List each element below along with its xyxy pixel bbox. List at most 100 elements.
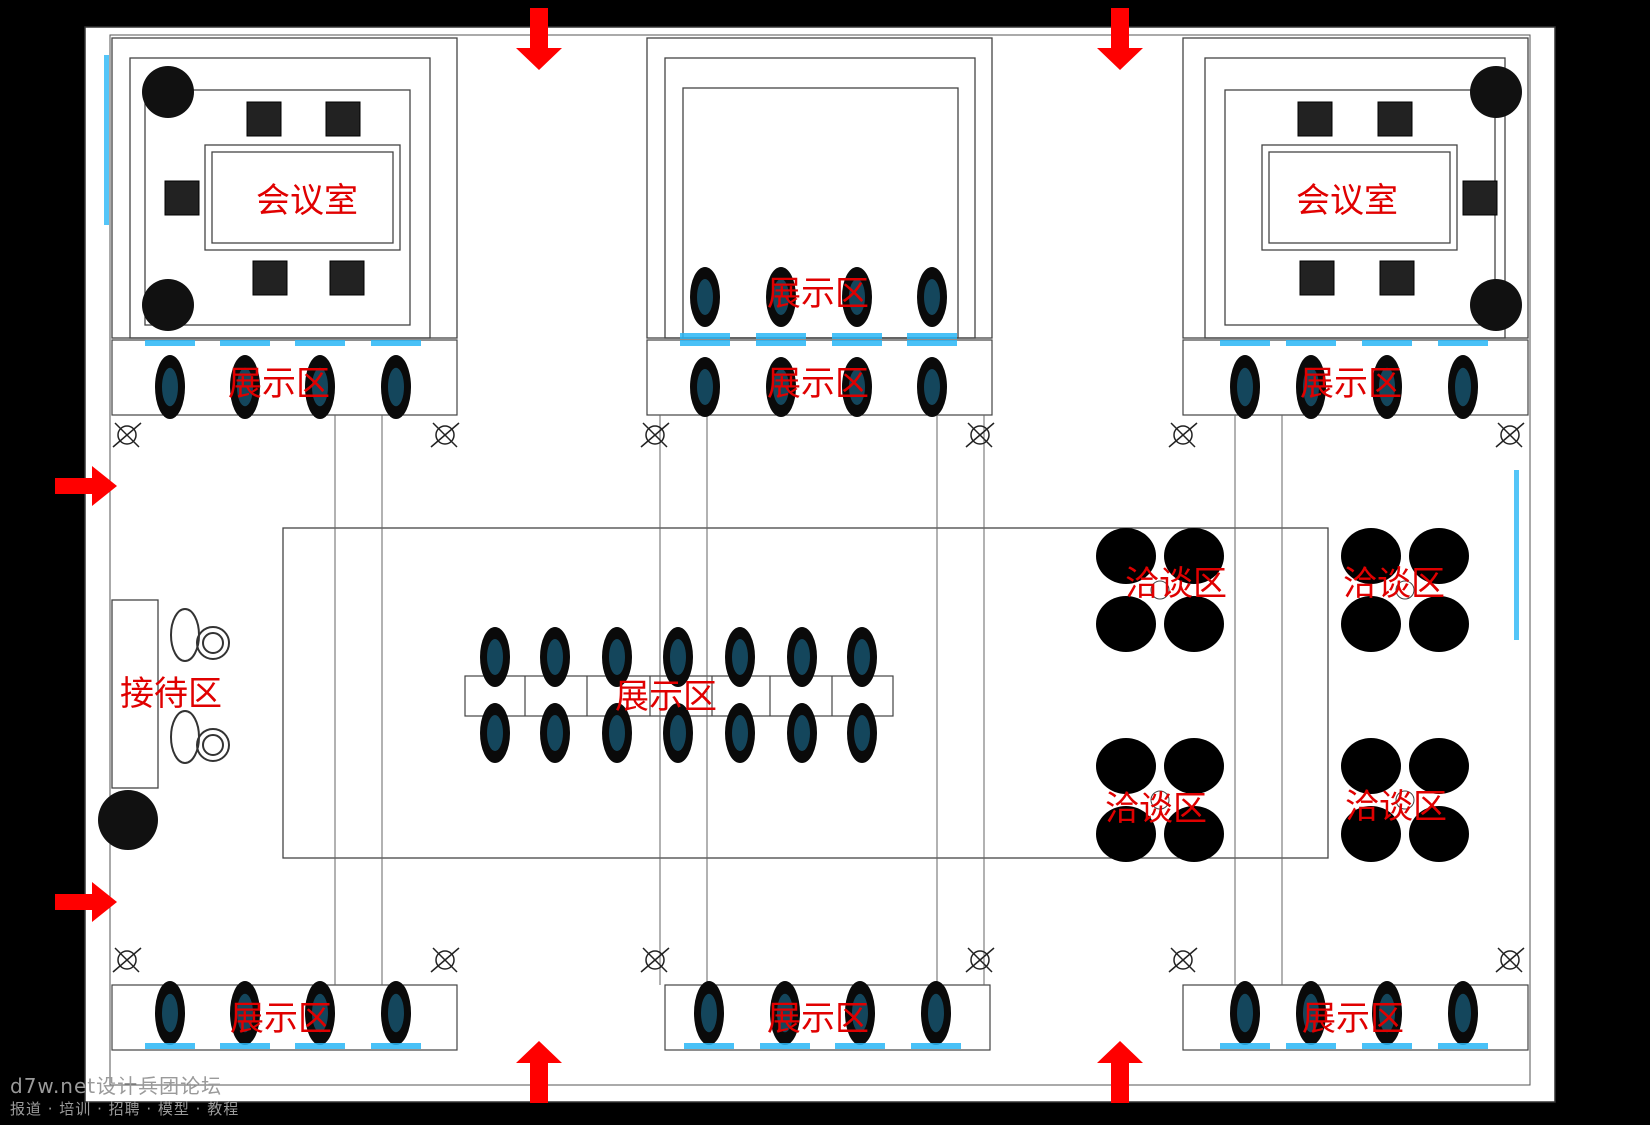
- display-chair-icon: [1448, 355, 1478, 419]
- display-chair-icon: [155, 981, 185, 1045]
- display-chair-icon: [1230, 981, 1260, 1045]
- watermark-line-1: d7w.net设计兵团论坛: [10, 1074, 223, 1098]
- display-chair-icon: [305, 981, 335, 1045]
- label-display-top-right: 展示区: [1300, 364, 1402, 404]
- central-platform: [282, 527, 1329, 859]
- display-chair-icon: [917, 357, 947, 417]
- meeting-chairs-right: [1297, 101, 1498, 296]
- lounge-chair-icon: [1409, 806, 1469, 862]
- entrance-arrows: [55, 8, 1143, 1103]
- display-chair-icon: [540, 703, 570, 763]
- arrow-down-icon: [516, 8, 562, 70]
- meeting-room-right: [1182, 37, 1529, 339]
- lounge-chair-icon: [1409, 596, 1469, 652]
- lounge-chair-icon: [1164, 596, 1224, 652]
- label-display-top-center-upper: 展示区: [767, 274, 869, 314]
- lounge-chair-icon: [1341, 738, 1401, 794]
- label-reception: 接待区: [120, 674, 222, 714]
- display-chair-icon: [663, 627, 693, 687]
- lounge-chair-icon: [1096, 738, 1156, 794]
- wall-light-right: [1514, 470, 1519, 640]
- lounge-chair-icon: [1164, 806, 1224, 862]
- lounge-chair-icon: [1096, 806, 1156, 862]
- display-chair-icon: [917, 267, 947, 327]
- lounge-chair-icon: [1341, 806, 1401, 862]
- display-chair-icon: [1372, 355, 1402, 419]
- lounge-chair-icon: [1096, 528, 1156, 584]
- lounge-chair-icon: [1409, 528, 1469, 584]
- display-room-center: [646, 37, 993, 339]
- arrow-up-icon: [516, 1041, 562, 1103]
- display-chair-icon: [847, 703, 877, 763]
- display-chair-icon: [921, 981, 951, 1045]
- label-negotiation-2: 洽谈区: [1343, 564, 1445, 604]
- lounge-chair-icon: [1164, 738, 1224, 794]
- display-chair-icon: [847, 627, 877, 687]
- arrow-right-icon: [55, 466, 117, 506]
- display-chair-icon: [663, 703, 693, 763]
- ceiling-beams: [334, 415, 1283, 985]
- display-chair-icon: [602, 703, 632, 763]
- display-chair-icon: [540, 627, 570, 687]
- display-chair-icon: [766, 357, 796, 417]
- display-chair-icon: [1230, 355, 1260, 419]
- display-chair-icon: [480, 627, 510, 687]
- display-chair-icon: [480, 703, 510, 763]
- display-chair-icon: [770, 981, 800, 1045]
- display-chair-icon: [787, 627, 817, 687]
- reception-desk: [111, 599, 159, 789]
- display-chair-icon: [842, 357, 872, 417]
- display-chair-icon: [725, 703, 755, 763]
- label-negotiation-1: 洽谈区: [1125, 564, 1227, 604]
- label-display-bottom-right: 展示区: [1302, 999, 1404, 1039]
- display-chair-icon: [305, 355, 335, 419]
- display-chair-icon: [725, 627, 755, 687]
- display-chair-icon: [230, 355, 260, 419]
- display-chair-icon: [230, 981, 260, 1045]
- display-chair-icon: [842, 267, 872, 327]
- display-chair-icon: [690, 357, 720, 417]
- lounge-chair-icon: [1341, 596, 1401, 652]
- label-display-bottom-left: 展示区: [230, 999, 332, 1039]
- meeting-chairs-left: [164, 101, 365, 296]
- lounge-chair-icon: [1096, 596, 1156, 652]
- display-chair-icon: [381, 355, 411, 419]
- plant-icon: [98, 66, 1522, 850]
- label-display-bottom-center: 展示区: [767, 999, 869, 1039]
- label-display-top-center-lower: 展示区: [767, 364, 869, 404]
- display-chair-icon: [1296, 355, 1326, 419]
- display-chair-icon: [1372, 981, 1402, 1045]
- display-chair-icon: [602, 627, 632, 687]
- lounge-chair-icon: [1409, 738, 1469, 794]
- display-chair-icon: [1296, 981, 1326, 1045]
- wall-light-left: [104, 55, 109, 225]
- display-counter-top: [111, 339, 1529, 416]
- label-display-top-left: 展示区: [228, 364, 330, 404]
- arrow-down-icon: [1097, 8, 1143, 70]
- negotiation-chairs: [1096, 528, 1469, 862]
- display-chair-icon: [155, 355, 185, 419]
- reception-chairs: [170, 608, 230, 764]
- lounge-chair-icon: [1164, 528, 1224, 584]
- display-chair-icon: [690, 267, 720, 327]
- display-chair-icon: [694, 981, 724, 1045]
- display-chair-icon: [1448, 981, 1478, 1045]
- zone-labels: 会议室 会议室 展示区 展示区 展示区 展示区 展示区 展示区 展示区 展示区 …: [120, 181, 1447, 1039]
- display-chair-icon: [845, 981, 875, 1045]
- display-counter-bottom: [111, 984, 1529, 1051]
- spotlight-icon: [112, 422, 1525, 973]
- display-chair-icon: [381, 981, 411, 1045]
- watermark-line-2: 报道 · 培训 · 招聘 · 模型 · 教程: [10, 1100, 240, 1118]
- label-meeting-left: 会议室: [256, 181, 358, 221]
- label-negotiation-4: 洽谈区: [1345, 787, 1447, 827]
- display-chair-icon: [787, 703, 817, 763]
- label-display-center: 展示区: [615, 677, 717, 717]
- display-pods: [145, 267, 1488, 1049]
- lounge-chair-icon: [1341, 528, 1401, 584]
- arrow-right-icon: [55, 882, 117, 922]
- label-meeting-right: 会议室: [1296, 181, 1398, 221]
- meeting-room-left: [111, 37, 458, 339]
- display-chair-icon: [766, 267, 796, 327]
- arrow-up-icon: [1097, 1041, 1143, 1103]
